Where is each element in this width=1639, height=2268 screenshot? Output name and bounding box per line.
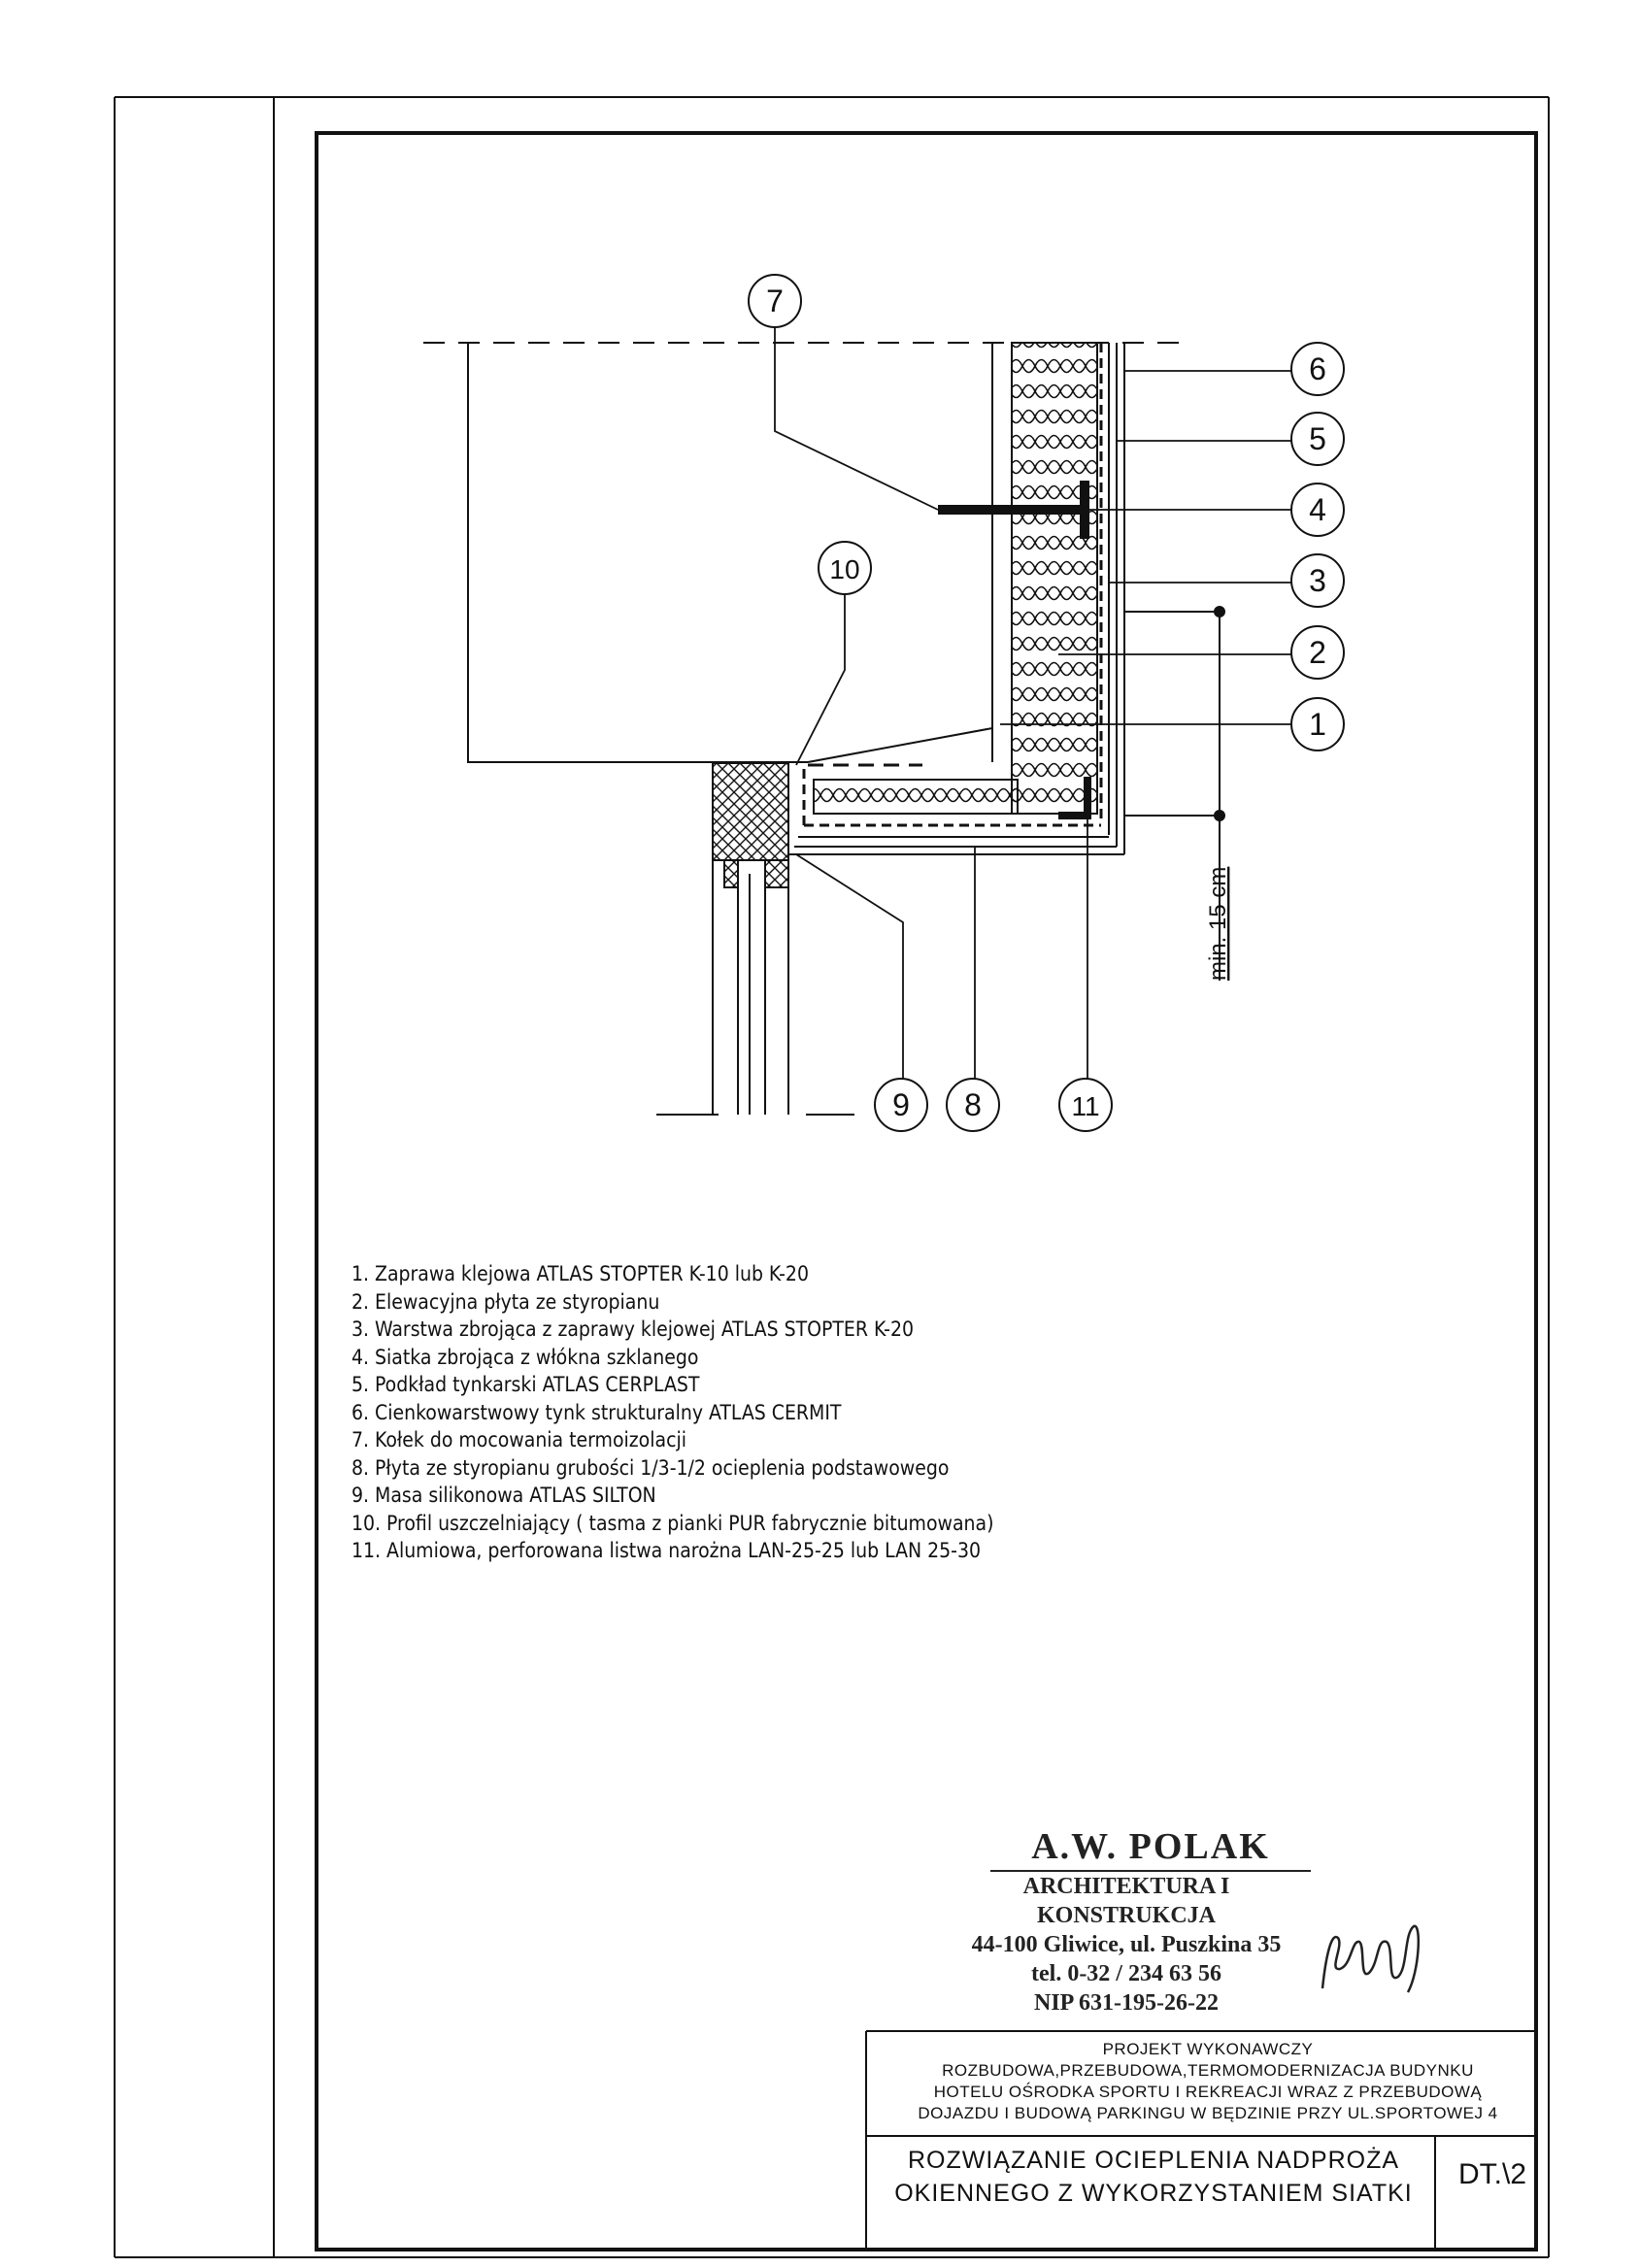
project-line: HOTELU OŚRODKA SPORTU I REKREACJI WRAZ Z… <box>933 2083 1483 2101</box>
legend-item: 11. Alumiowa, perforowana listwa narożna… <box>351 1539 982 1562</box>
legend-item: 4. Siatka zbrojąca z włókna szklanego <box>351 1345 699 1369</box>
callout-7: 7 <box>766 284 784 318</box>
dimension-label: min. 15 cm <box>1205 867 1231 981</box>
legend-item: 7. Kołek do mocowania termoizolacji <box>351 1428 686 1451</box>
project-type: PROJEKT WYKONAWCZY <box>1102 2040 1314 2058</box>
legend-item: 3. Warstwa zbrojąca z zaprawy klejowej A… <box>351 1317 915 1341</box>
drawing-title-line: ROZWIĄZANIE OCIEPLENIA NADPROŻA <box>907 2147 1400 2174</box>
stamp-line: 44-100 Gliwice, ul. Puszkina 35 <box>971 1932 1282 1957</box>
stamp-line: NIP 631-195-26-22 <box>1034 1990 1219 2016</box>
drawing-title-line: OKIENNEGO Z WYKORZYSTANIEM SIATKI <box>894 2180 1413 2207</box>
render-layers <box>788 343 1125 855</box>
drawing-code: DT.\2 <box>1457 2158 1527 2190</box>
title-block-project: PROJEKT WYKONAWCZY ROZBUDOWA,PRZEBUDOWA,… <box>870 2039 1546 2124</box>
signature-graphic <box>1321 1924 1421 1993</box>
callout-8: 8 <box>964 1087 982 1122</box>
legend-item: 1. Zaprawa klejowa ATLAS STOPTER K-10 lu… <box>351 1262 809 1285</box>
callout-circles <box>748 274 1345 1132</box>
dimension-line <box>1124 606 1225 981</box>
window-frame <box>656 762 854 1116</box>
callout-numbers: 7 6 5 4 3 2 1 10 9 8 11 <box>766 284 1326 1122</box>
page-frame <box>114 96 1550 2258</box>
legend-item: 6. Cienkowarstwowy tynk strukturalny ATL… <box>351 1400 842 1424</box>
callout-3: 3 <box>1309 563 1326 598</box>
drawing-title: ROZWIĄZANIE OCIEPLENIA NADPROŻA OKIENNEG… <box>870 2144 1437 2210</box>
legend-item: 10. Profil uszczelniający ( tasma z pian… <box>351 1511 994 1535</box>
callout-5: 5 <box>1309 421 1326 456</box>
stamp-line: tel. 0-32 / 234 63 56 <box>1031 1961 1221 1986</box>
project-line: ROZBUDOWA,PRZEBUDOWA,TERMOMODERNIZACJA B… <box>942 2061 1474 2080</box>
callout-11: 11 <box>1071 1091 1099 1121</box>
callout-6: 6 <box>1309 351 1326 386</box>
legend-item: 8. Płyta ze styropianu grubości 1/3-1/2 … <box>351 1455 950 1480</box>
legend-item: 2. Elewacyjna płyta ze styropianu <box>351 1289 660 1314</box>
legend-item: 5. Podkład tynkarski ATLAS CERPLAST <box>351 1373 700 1396</box>
legend: 1. Zaprawa klejowa ATLAS STOPTER K-10 lu… <box>351 1260 1089 1565</box>
callout-1: 1 <box>1309 707 1326 742</box>
callout-2: 2 <box>1309 635 1326 670</box>
eps-board-horizontal <box>813 779 1019 815</box>
legend-item: 9. Masa silikonowa ATLAS SILTON <box>351 1484 656 1507</box>
callout-4: 4 <box>1309 492 1326 527</box>
callout-10: 10 <box>829 554 859 584</box>
stamp-company: A.W. POLAK <box>990 1825 1311 1872</box>
wall-outline <box>467 343 993 763</box>
eps-board-vertical <box>1011 342 1098 815</box>
title-block-frame <box>865 2030 1536 2250</box>
insulation-dowel <box>938 481 1089 539</box>
stamp-line: ARCHITEKTURA I KONSTRUKCJA <box>1022 1874 1230 1928</box>
corner-profile <box>1058 777 1091 819</box>
leader-lines <box>774 328 1291 1105</box>
project-line: DOJAZDU I BUDOWĄ PARKINGU W BĘDZINIE PRZ… <box>918 2104 1498 2122</box>
company-stamp: A.W. POLAK ARCHITEKTURA I KONSTRUKCJA 44… <box>932 1825 1321 2018</box>
callout-9: 9 <box>892 1087 910 1122</box>
